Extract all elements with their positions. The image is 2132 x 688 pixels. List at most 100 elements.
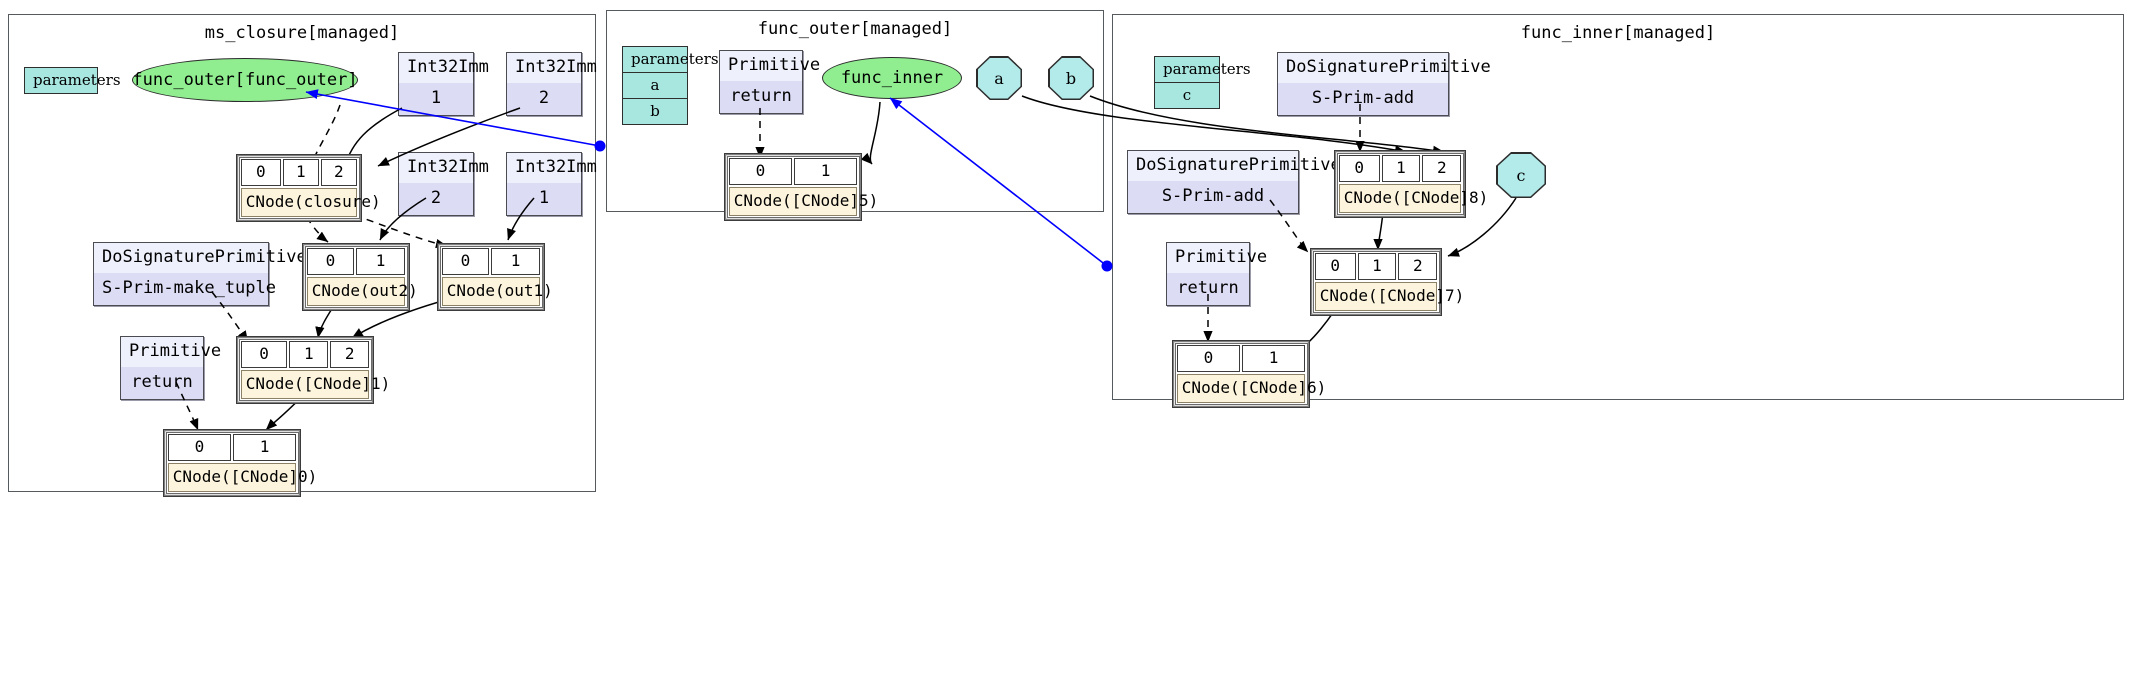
prim-return-node-func-inner: Primitive return xyxy=(1166,242,1267,306)
port-1[interactable]: 1 xyxy=(282,158,319,186)
port-0[interactable]: 0 xyxy=(167,433,231,461)
parameter-b: b xyxy=(623,98,687,124)
cnode-7[interactable]: 0 1 2 CNode([CNode]7) xyxy=(1310,248,1464,316)
cnode-closure-inner: 0 1 2 CNode(closure) xyxy=(238,156,381,220)
prim-return-node-ms-closure: Primitive return xyxy=(120,336,221,400)
cnode-1-inner: 0 1 2 CNode([CNode]1) xyxy=(238,338,390,402)
port-0[interactable]: 0 xyxy=(240,340,288,368)
port-0[interactable]: 0 xyxy=(728,157,792,185)
cnode-closure-label: CNode(closure) xyxy=(240,187,381,217)
cnode-out2-inner: 0 1 CNode(out2) xyxy=(304,245,418,309)
cnode-8-ports: 0 1 2 xyxy=(1338,154,1462,182)
func-outer-label: func_outer[func_outer] xyxy=(132,70,358,90)
prim-return-type: Primitive xyxy=(720,51,820,81)
parameters-header: parameters xyxy=(623,47,719,72)
prim-return-value: return xyxy=(1167,273,1249,305)
parameters-table-ms-closure: parameters xyxy=(24,67,121,94)
port-1[interactable]: 1 xyxy=(491,247,541,275)
prim-return-type: Primitive xyxy=(121,337,221,367)
cnode-8-inner: 0 1 2 CNode([CNode]8) xyxy=(1336,152,1488,216)
port-2[interactable]: 2 xyxy=(1398,252,1438,280)
prim-add-top-type: DoSignaturePrimitive xyxy=(1278,53,1491,83)
port-2[interactable]: 2 xyxy=(320,158,357,186)
cnode-7-ports: 0 1 2 xyxy=(1314,252,1438,280)
port-1[interactable]: 1 xyxy=(794,157,858,185)
port-0[interactable]: 0 xyxy=(1338,154,1380,182)
cnode-1-label: CNode([CNode]1) xyxy=(240,369,390,399)
cluster-title-func-outer: func_outer[managed] xyxy=(757,19,953,39)
func-inner-label: func_inner xyxy=(840,68,944,88)
int32imm-node-2: Int32Imm 2 xyxy=(506,52,597,116)
cross-edge-anchor-outer xyxy=(594,140,606,152)
int32imm-type-1: Int32Imm xyxy=(399,53,489,83)
port-1[interactable]: 1 xyxy=(233,433,297,461)
octagon-c-right[interactable]: c xyxy=(1496,152,1546,198)
port-0[interactable]: 0 xyxy=(240,158,281,186)
int32imm-value-1: 1 xyxy=(399,83,473,115)
func-outer-node[interactable]: func_outer[func_outer] xyxy=(132,58,358,102)
cnode-out1-ports: 0 1 xyxy=(441,247,541,275)
parameters-table-func-outer: parameters a b xyxy=(622,46,719,125)
cnode-1-ports: 0 1 2 xyxy=(240,340,370,368)
cnode-0-ports: 0 1 xyxy=(167,433,297,461)
cnode-out2[interactable]: 0 1 CNode(out2) xyxy=(302,243,418,311)
cnode-1[interactable]: 0 1 2 CNode([CNode]1) xyxy=(236,336,390,404)
prim-return-node-func-outer: Primitive return xyxy=(719,50,820,114)
port-0[interactable]: 0 xyxy=(441,247,490,275)
prim-return-value: return xyxy=(121,367,203,399)
parameters-table-func-inner: parameters c xyxy=(1154,56,1251,109)
port-0[interactable]: 0 xyxy=(306,247,355,275)
int32imm-node-1: Int32Imm 1 xyxy=(398,52,489,116)
cnode-out2-ports: 0 1 xyxy=(306,247,406,275)
octagon-b[interactable]: b xyxy=(1048,56,1094,100)
octagon-a-label-wrap: a xyxy=(977,57,1021,99)
prim-add-top-value: S-Prim-add xyxy=(1278,83,1448,115)
cnode-6[interactable]: 0 1 CNode([CNode]6) xyxy=(1172,340,1326,408)
parameter-c: c xyxy=(1155,82,1219,108)
cluster-title-ms-closure: ms_closure[managed] xyxy=(204,23,400,43)
int32imm-type-3: Int32Imm xyxy=(399,153,489,183)
func-inner-node[interactable]: func_inner xyxy=(822,57,962,99)
cnode-out1-inner: 0 1 CNode(out1) xyxy=(439,245,553,309)
prim-make-tuple-type: DoSignaturePrimitive xyxy=(94,243,307,273)
cnode-8[interactable]: 0 1 2 CNode([CNode]8) xyxy=(1334,150,1488,218)
int32imm-node-3: Int32Imm 2 xyxy=(398,152,489,216)
port-1[interactable]: 1 xyxy=(1357,252,1397,280)
cnode-closure-ports: 0 1 2 xyxy=(240,158,357,186)
parameter-a: a xyxy=(623,72,687,98)
cnode-closure[interactable]: 0 1 2 CNode(closure) xyxy=(236,154,381,222)
port-1[interactable]: 1 xyxy=(356,247,406,275)
octagon-c-label-wrap: c xyxy=(1497,153,1545,197)
cross-edge-anchor-inner xyxy=(1101,260,1113,272)
parameters-header: parameters xyxy=(25,68,121,93)
octagon-a-label: a xyxy=(994,68,1004,88)
int32imm-value-2: 2 xyxy=(507,83,581,115)
port-2[interactable]: 2 xyxy=(330,340,370,368)
port-1[interactable]: 1 xyxy=(1381,154,1421,182)
cnode-0[interactable]: 0 1 CNode([CNode]0) xyxy=(163,429,317,497)
int32imm-type-2: Int32Imm xyxy=(507,53,597,83)
port-2[interactable]: 2 xyxy=(1422,154,1462,182)
port-1[interactable]: 1 xyxy=(1242,344,1306,372)
octagon-a[interactable]: a xyxy=(976,56,1022,100)
cnode-5-ports: 0 1 xyxy=(728,157,858,185)
prim-add-node-top: DoSignaturePrimitive S-Prim-add xyxy=(1277,52,1491,116)
prim-make-tuple-value: S-Prim-make_tuple xyxy=(94,273,276,305)
octagon-b-label: b xyxy=(1065,68,1077,88)
int32imm-type-4: Int32Imm xyxy=(507,153,597,183)
cnode-5[interactable]: 0 1 CNode([CNode]5) xyxy=(724,153,878,221)
cnode-out1[interactable]: 0 1 CNode(out1) xyxy=(437,243,553,311)
prim-add-bottom-value: S-Prim-add xyxy=(1128,181,1298,213)
cnode-0-label: CNode([CNode]0) xyxy=(167,462,317,492)
cnode-6-inner: 0 1 CNode([CNode]6) xyxy=(1174,342,1326,406)
octagon-c-label: c xyxy=(1516,165,1526,185)
cnode-8-label: CNode([CNode]8) xyxy=(1338,183,1488,213)
octagon-b-label-wrap: b xyxy=(1049,57,1093,99)
port-0[interactable]: 0 xyxy=(1176,344,1240,372)
cnode-out1-label: CNode(out1) xyxy=(441,276,553,306)
port-0[interactable]: 0 xyxy=(1314,252,1356,280)
port-1[interactable]: 1 xyxy=(289,340,329,368)
prim-add-node-bottom: DoSignaturePrimitive S-Prim-add xyxy=(1127,150,1341,214)
prim-return-value: return xyxy=(720,81,802,113)
cnode-7-label: CNode([CNode]7) xyxy=(1314,281,1464,311)
